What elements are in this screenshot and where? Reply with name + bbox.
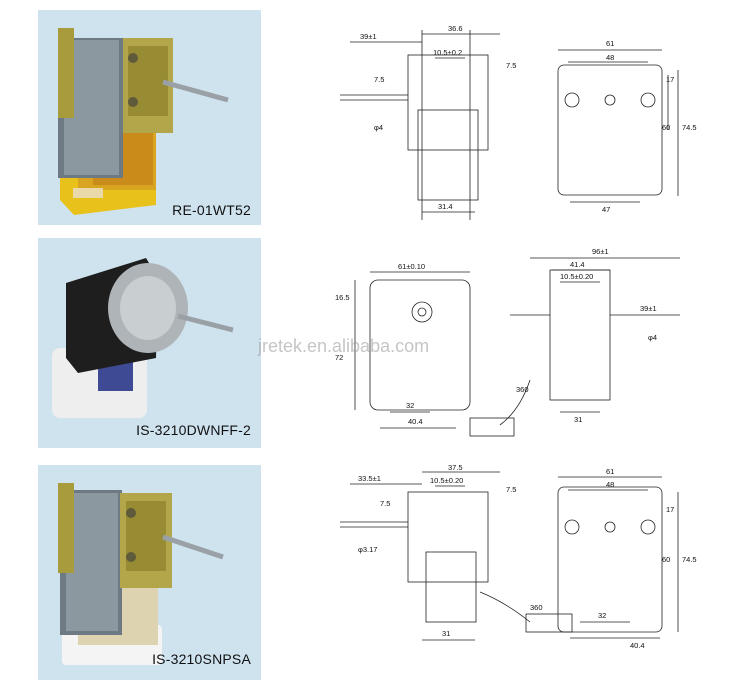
dim-front-base: 40.4 — [630, 641, 645, 650]
dim-lead: 360 — [516, 385, 529, 394]
motor-photo-3 — [38, 465, 261, 680]
motor-photo-panel-2: IS-3210DWNFF-2 — [38, 238, 261, 448]
dim-front-width: 61±0.10 — [398, 262, 425, 271]
dim-side-base: 31 — [574, 415, 582, 424]
model-label: RE-01WT52 — [172, 202, 251, 218]
dim-bore: 10.5±0.20 — [430, 476, 463, 485]
dim-overall: 96±1 — [592, 247, 609, 256]
dim-overall: 33.5±1 — [358, 474, 381, 483]
dim-inner: 32 — [598, 611, 606, 620]
dim-inner: 32 — [406, 401, 414, 410]
dim-height: 72 — [335, 353, 343, 362]
dim-front-base: 47 — [602, 205, 610, 214]
dim-shaft-dia: φ3.17 — [358, 545, 377, 554]
dim-right-offset: 7.5 — [506, 485, 516, 494]
dim-front-base: 40.4 — [408, 417, 423, 426]
dim-front-width: 61 — [606, 39, 614, 48]
technical-drawing-1: 39±1 36.6 10.5±0.2 7.5 7.5 φ4 31.4 61 48… — [340, 24, 697, 220]
model-label: IS-3210SNPSA — [152, 651, 251, 667]
technical-drawing-2: 61±0.10 16.5 72 32 40.4 96±1 41.4 10.5±0… — [335, 247, 680, 437]
dim-top: 17 — [666, 75, 674, 84]
dim-left-offset: 16.5 — [335, 293, 350, 302]
dim-front-width: 61 — [606, 467, 614, 476]
model-label: IS-3210DWNFF-2 — [136, 422, 251, 438]
dim-width: 36.6 — [448, 24, 463, 33]
dim-lead: 360 — [530, 603, 543, 612]
watermark: jretek.en.alibaba.com — [258, 336, 430, 356]
dim-mid: 60 — [662, 555, 670, 564]
motor-photo-panel-1: RE-01WT52 — [38, 10, 261, 225]
motor-photo-1 — [38, 10, 261, 225]
dim-width: 37.5 — [448, 463, 463, 472]
dim-side-base: 31 — [442, 629, 450, 638]
dim-bore: 10.5±0.2 — [433, 48, 462, 57]
dim-base: 31.4 — [438, 202, 453, 211]
dim-bore: 10.5±0.20 — [560, 272, 593, 281]
dim-height: 74.5 — [682, 123, 697, 132]
dim-right-offset: 7.5 — [506, 61, 516, 70]
motor-photo-panel-3: IS-3210SNPSA — [38, 465, 261, 680]
dim-left-offset: 7.5 — [374, 75, 384, 84]
dim-mid: 60 — [662, 123, 670, 132]
dim-mount-spacing: 48 — [606, 480, 614, 489]
dim-shaft: 39±1 — [640, 304, 657, 313]
dim-left-offset: 7.5 — [380, 499, 390, 508]
dim-mount-spacing: 48 — [606, 53, 614, 62]
dim-overall: 39±1 — [360, 32, 377, 41]
technical-drawing-3: 33.5±1 37.5 10.5±0.20 7.5 7.5 φ3.17 360 … — [340, 463, 697, 650]
dim-shaft-dia: φ4 — [374, 123, 383, 132]
dim-height: 74.5 — [682, 555, 697, 564]
dim-top: 17 — [666, 505, 674, 514]
motor-photo-2 — [38, 238, 261, 448]
dim-width: 41.4 — [570, 260, 585, 269]
dim-shaft-dia: φ4 — [648, 333, 657, 342]
